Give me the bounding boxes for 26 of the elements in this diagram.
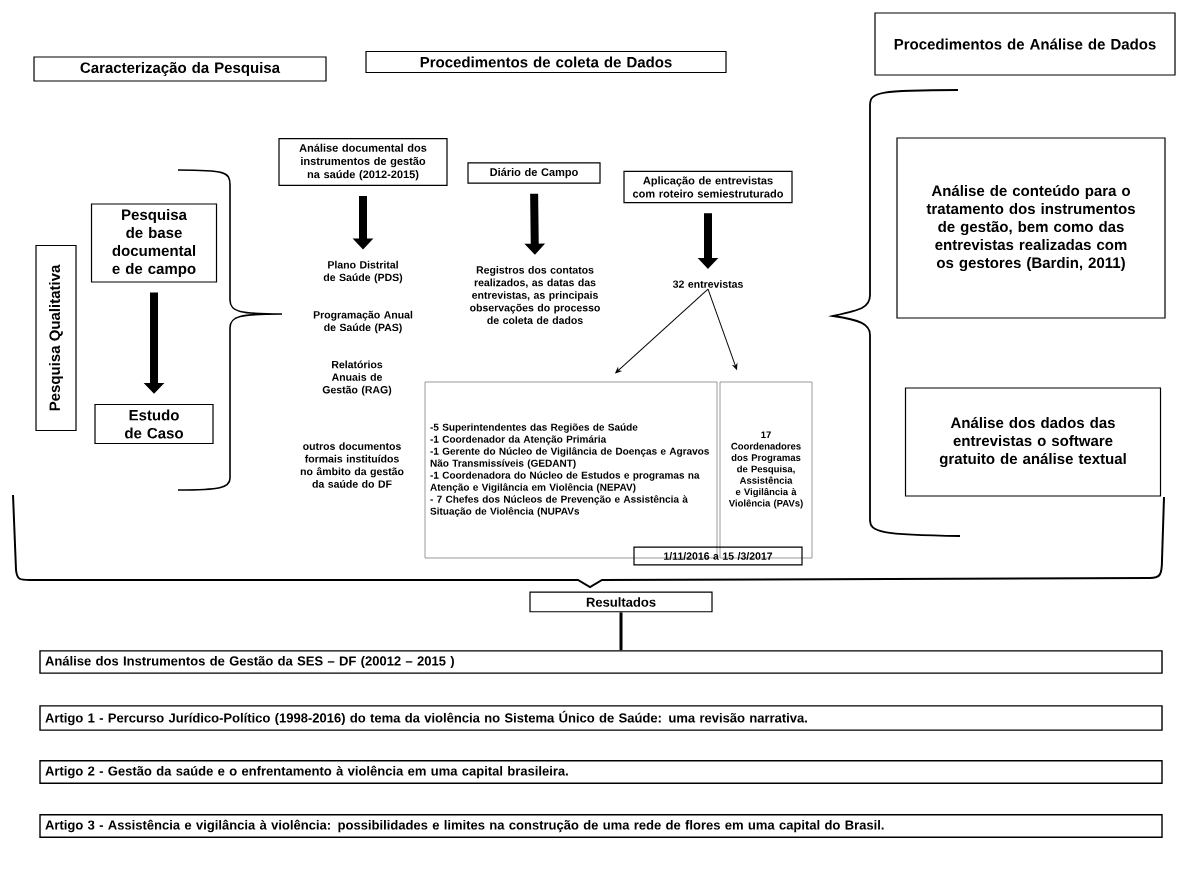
process-box: Estudo de Caso <box>94 403 214 445</box>
section-heading-box: Caracterização da Pesquisa <box>33 56 327 82</box>
count-label: 32 entrevistas <box>672 280 743 288</box>
process-box: Análise documental dos instrumentos de gestão na saúde (2012-2015) <box>278 138 448 186</box>
document-label: outros documentos formais instituídos no âmbito da gestão da saúde do DF <box>300 442 404 488</box>
result-box: Artigo 2 - Gestão da saúde e o enfrentamento à violência em uma capital brasileira. <box>39 760 1163 784</box>
process-box: Diário de Campo <box>467 162 601 184</box>
result-box: Artigo 1 - Percurso Jurídico-Político (1998-2016) do tema da violência no Sistema Único de Saúde: uma revisão narrativa. <box>39 705 1163 731</box>
process-box: Aplicação de entrevistas com roteiro semiestruturado <box>623 170 793 204</box>
vertical-label-box: Pesquisa Qualitativa <box>35 244 77 432</box>
document-label: Programação Anual de Saúde (PAS) <box>313 310 413 334</box>
process-box: Pesquisa de base documental e de campo <box>90 203 218 283</box>
arrow <box>615 288 709 374</box>
connector-line <box>619 612 623 651</box>
results-heading-box: Resultados <box>529 591 713 613</box>
arrow <box>707 288 738 370</box>
section-heading-box: Procedimentos de Análise de Dados <box>874 12 1176 76</box>
result-box: Análise dos Instrumentos de Gestão da SES – DF (20012 – 2015 ) <box>39 650 1163 674</box>
description-text: Registros dos contatos realizados, as datas das entrevistas, as principais observações do processo de coleta de dados <box>470 265 600 325</box>
date-box: 1/11/2016 a 15 /3/2017 <box>633 546 803 566</box>
analysis-box: Análise de conteúdo para o tratamento dos instrumentos de gestão, bem como das entrevistas realizadas com os gestores (Bardin, 2011) <box>896 137 1166 319</box>
document-label: Plano Distrital de Saúde (PDS) <box>323 260 403 284</box>
result-box: Artigo 3 - Assistência e vigilância à violência: possibilidades e limites na construção de uma rede de flores em uma capital do Brasil. <box>39 814 1163 838</box>
document-label: Relatórios Anuais de Gestão (RAG) <box>322 360 392 396</box>
section-heading-box: Procedimentos de coleta de Dados <box>365 50 727 74</box>
analysis-box: Análise dos dados das entrevistas o software gratuito de análise textual <box>904 387 1162 497</box>
